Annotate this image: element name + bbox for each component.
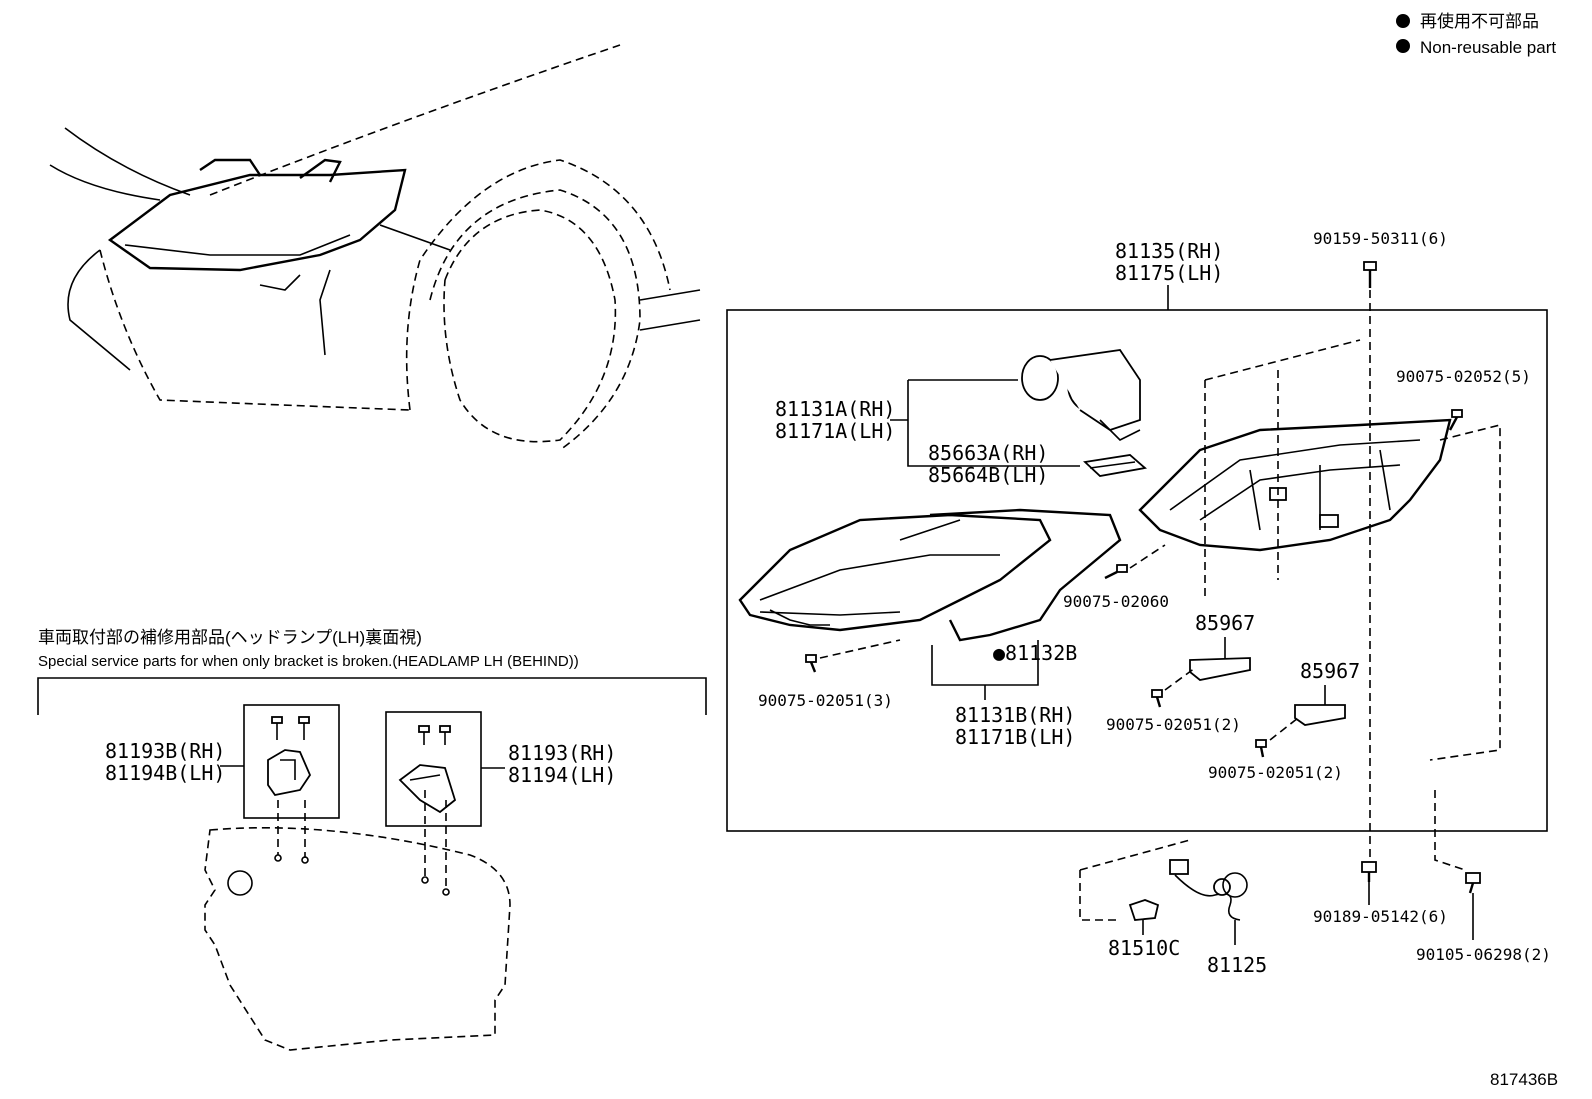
label-81131b: 81131B(RH) (955, 703, 1075, 727)
label-81194b: 81194B(LH) (105, 761, 225, 785)
label-90189: 90189-05142(6) (1313, 907, 1448, 926)
label-81135: 81135(RH) (1115, 239, 1223, 263)
screw-90105 (1465, 872, 1481, 894)
label-85967-2: 85967 (1300, 659, 1360, 683)
bulb-81510c (1128, 899, 1160, 921)
headlamp-lens (738, 508, 1122, 642)
legend: 再使用不可部品 Non-reusable part (1396, 11, 1556, 57)
screw-90159 (1363, 261, 1377, 288)
screw-90189 (1361, 861, 1377, 882)
screw-90075-02052 (1448, 409, 1463, 431)
label-85664b: 85664B(LH) (928, 463, 1048, 487)
module-85967-2 (1294, 704, 1346, 726)
label-81193b: 81193B(RH) (105, 739, 225, 763)
projector-unit (1021, 349, 1141, 441)
label-81131a: 81131A(RH) (775, 397, 895, 421)
label-81171a: 81171A(LH) (775, 419, 895, 443)
special-title-jp: 車両取付部の補修用部品(ヘッドランプ(LH)裏面視) (38, 627, 422, 647)
module-85967-1 (1189, 657, 1251, 681)
bracket-81193 (398, 725, 457, 814)
label-81194: 81194(LH) (508, 763, 616, 787)
label-90075-02052: 90075-02052(5) (1396, 367, 1531, 386)
label-90075-02060: 90075-02060 (1063, 592, 1169, 611)
screw-90075-02060 (1104, 564, 1128, 580)
label-81125: 81125 (1207, 953, 1267, 977)
legend-jp: 再使用不可部品 (1420, 11, 1539, 31)
headlamp-back-outline (204, 826, 511, 1051)
legend-en: Non-reusable part (1420, 38, 1556, 57)
special-title-en: Special service parts for when only brac… (38, 653, 579, 670)
bracket-81193b-box (243, 704, 340, 819)
label-90159: 90159-50311(6) (1313, 229, 1448, 248)
label-81171b: 81171B(LH) (955, 725, 1075, 749)
label-90105: 90105-06298(2) (1416, 945, 1551, 964)
label-90075-02051-2b: 90075-02051(2) (1208, 763, 1343, 782)
screw-90075-02051-3 (805, 654, 817, 673)
label-81193: 81193(RH) (508, 741, 616, 765)
label-81510c: 81510C (1108, 936, 1180, 960)
wire-harness-81125 (1169, 859, 1248, 921)
vehicle-front-illustration (49, 44, 701, 451)
screw-90075-02051-2b (1255, 739, 1267, 758)
figure-id: 817436B (1490, 1070, 1558, 1089)
headlamp-housing (1138, 418, 1452, 552)
module-85663a (1083, 454, 1148, 477)
bracket-81193-box (385, 711, 482, 827)
label-81132b: ●81132B (993, 641, 1077, 665)
label-85663a: 85663A(RH) (928, 441, 1048, 465)
screw-90075-02051-2a (1151, 689, 1163, 708)
label-81175: 81175(LH) (1115, 261, 1223, 285)
assembly-box (726, 309, 1548, 832)
label-90075-02051-3: 90075-02051(3) (758, 691, 893, 710)
label-85967-1: 85967 (1195, 611, 1255, 635)
bracket-81193b (267, 716, 312, 796)
label-90075-02051-2a: 90075-02051(2) (1106, 715, 1241, 734)
